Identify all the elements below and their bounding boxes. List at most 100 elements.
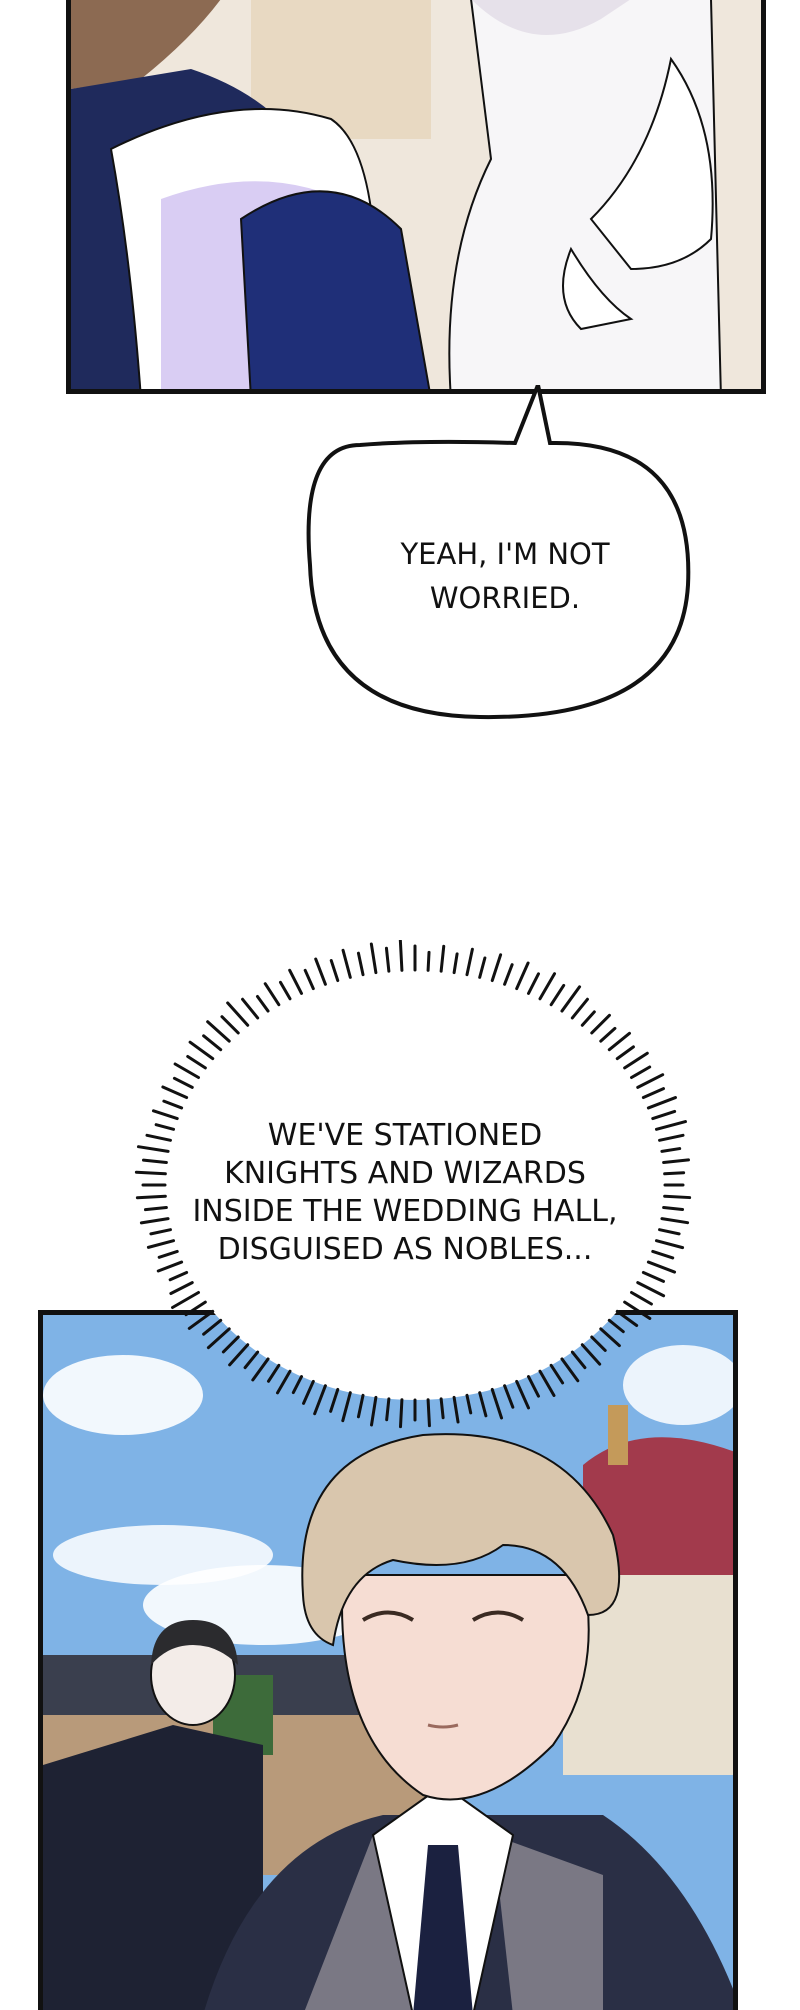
thought-line: INSIDE THE WEDDING HALL, — [192, 1194, 618, 1229]
thought-spike — [663, 1194, 692, 1200]
thought-bubble-body — [165, 970, 665, 1400]
guard-coat — [43, 1725, 263, 2010]
thought-spike — [329, 1387, 340, 1413]
thought-spike — [615, 1309, 639, 1327]
thought-spike — [570, 1350, 587, 1370]
thought-spike — [623, 1051, 649, 1070]
thought-spike — [146, 1239, 176, 1249]
wedding-dress-shape — [448, 0, 722, 389]
thought-spike — [385, 1397, 391, 1422]
thought-spike — [615, 1045, 635, 1061]
thought-spike — [658, 1228, 681, 1236]
thought-spike — [590, 1335, 607, 1352]
man-lapel — [304, 1835, 422, 2010]
thought-spike — [538, 972, 556, 1001]
thought-spike — [580, 1343, 602, 1366]
thought-spike — [168, 1270, 189, 1282]
thought-spike — [255, 994, 270, 1013]
thought-spike — [329, 959, 340, 983]
thought-spike — [356, 951, 365, 977]
thought-spike — [426, 950, 431, 972]
thought-spike — [276, 1369, 292, 1395]
thought-spike — [490, 953, 503, 983]
thought-spike — [560, 985, 582, 1013]
thought-spike — [291, 1375, 304, 1395]
thought-spike — [156, 1260, 184, 1273]
thought-spike — [171, 1291, 200, 1309]
thought-spike — [503, 963, 514, 986]
thought-spike — [646, 1096, 677, 1110]
thought-spike — [654, 1120, 687, 1131]
thought-spike — [636, 1281, 666, 1298]
man-eye-left — [361, 1610, 415, 1622]
guard-hair — [151, 1620, 238, 1665]
hand-shape — [562, 246, 634, 331]
navy-cloth-shape — [239, 190, 431, 389]
thought-spike — [452, 952, 459, 975]
thought-spike — [599, 1327, 621, 1348]
man-mouth — [427, 1723, 459, 1729]
thought-spike — [526, 972, 540, 995]
thought-spike — [590, 1013, 611, 1035]
thought-spike — [398, 940, 404, 972]
top-panel-art — [71, 0, 761, 389]
thought-spike — [266, 1363, 281, 1383]
thought-spike — [538, 1369, 556, 1397]
thought-spike — [478, 1391, 488, 1418]
thought-spike — [607, 1318, 625, 1334]
thought-spike — [279, 980, 292, 1001]
bottom-panel — [38, 1310, 738, 2010]
thought-spike — [226, 1001, 250, 1027]
thought-spike — [630, 1291, 653, 1306]
thought-spike — [314, 957, 327, 986]
dress-lace-shape — [472, 0, 630, 35]
thought-spike — [478, 956, 487, 979]
thought-spike — [465, 947, 474, 977]
thought-spike — [662, 1158, 690, 1165]
thought-spike — [623, 1300, 652, 1320]
thought-spike — [341, 1391, 352, 1423]
thought-spike — [161, 1085, 189, 1100]
thought-spike — [654, 1239, 685, 1250]
thought-spike — [599, 1026, 617, 1043]
cloud — [43, 1355, 203, 1435]
thought-bubble-text: WE'VE STATIONED KNIGHTS AND WIZARDS INSI… — [170, 1117, 640, 1269]
man-face — [341, 1574, 590, 1801]
thought-spike — [465, 1393, 473, 1415]
thought-spike — [206, 1020, 231, 1043]
thought-spike — [356, 1393, 365, 1419]
thought-spike — [187, 1309, 215, 1330]
man-tie — [413, 1845, 473, 2010]
thought-spike — [184, 1300, 207, 1317]
thought-spike — [202, 1034, 223, 1052]
thought-spike — [515, 1379, 530, 1410]
thought-spike — [173, 1062, 200, 1079]
thought-spike — [641, 1270, 665, 1283]
thought-spike — [369, 942, 378, 975]
thought-spike — [426, 1398, 431, 1428]
thought-spike — [549, 983, 566, 1007]
thought-spike — [370, 1395, 378, 1427]
thought-spike — [663, 1171, 686, 1176]
hair-shape — [71, 0, 221, 89]
thought-spike — [384, 946, 391, 973]
thought-spike — [607, 1031, 631, 1052]
man-hair — [301, 1433, 621, 1647]
thought-spike — [251, 1357, 270, 1382]
lace-glove-shape — [589, 56, 714, 271]
speech-line: WORRIED. — [429, 581, 581, 615]
thought-spike — [651, 1109, 677, 1121]
bottom-panel-art — [43, 1315, 733, 2010]
thought-spike — [570, 997, 589, 1020]
thought-spike — [241, 997, 260, 1020]
thought-spike — [243, 1350, 260, 1370]
speech-line: YEAH, I'M NOT — [400, 537, 610, 571]
thought-spike — [641, 1087, 665, 1100]
man-lapel — [493, 1835, 603, 2010]
thought-spike — [630, 1065, 652, 1079]
thought-spike — [313, 1384, 327, 1416]
top-panel — [66, 0, 766, 394]
thought-spike — [490, 1387, 504, 1420]
thought-spike — [303, 968, 315, 991]
thought-spike — [206, 1327, 231, 1350]
